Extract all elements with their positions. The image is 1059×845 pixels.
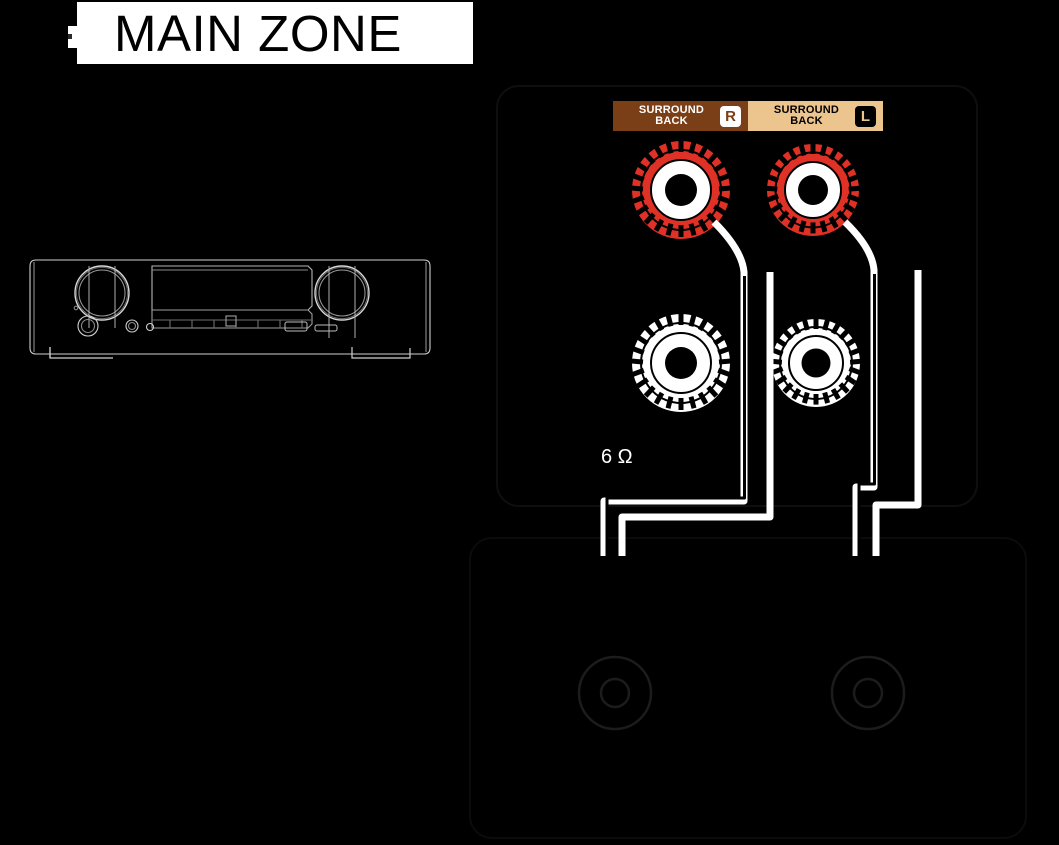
input-selector-knob[interactable]: [74, 265, 130, 328]
terminal-label-surround-back-right: SURROUND BACK R: [613, 101, 748, 131]
terminal-label-text-left: SURROUND BACK: [773, 104, 840, 127]
av-receiver-illustration: [29, 259, 431, 359]
volume-knob[interactable]: [314, 265, 370, 338]
receiver-chassis: [29, 259, 431, 355]
small-led-icon: [73, 305, 79, 311]
cable-gap-2: [857, 274, 876, 556]
terminal-panel-outline: [496, 85, 978, 507]
mic-jack[interactable]: [125, 319, 139, 333]
page-marker-icon: [68, 26, 79, 48]
terminal-label-strip: SURROUND BACK R SURROUND BACK L: [613, 101, 883, 131]
channel-badge-right: R: [720, 105, 741, 127]
speaker-cable-sb-left-negative: [872, 270, 922, 556]
indicator-led: [145, 322, 155, 332]
terminal-label-surround-back-left: SURROUND BACK L: [748, 101, 883, 131]
surround-back-left-speaker: [830, 655, 906, 731]
surround-back-left-speaker-tweeter: [852, 677, 884, 709]
impedance-rating-label: 6 Ω: [601, 446, 633, 468]
headphone-jack[interactable]: [77, 315, 99, 337]
surround-back-right-speaker-tweeter: [599, 677, 631, 709]
cable-gap-1: [605, 276, 746, 556]
speaker-area-outline: [469, 537, 1027, 839]
page-title: MAIN ZONE: [114, 5, 402, 62]
callout-bracket-right: [351, 347, 411, 359]
panel-button-1[interactable]: [284, 321, 308, 332]
receiver-display-strip: [151, 309, 313, 329]
surround-back-right-speaker: [577, 655, 653, 731]
page-marker-notch-icon: [68, 34, 72, 39]
terminal-label-text-right: SURROUND BACK: [638, 104, 705, 127]
panel-button-2[interactable]: [314, 324, 338, 332]
channel-badge-left: L: [855, 105, 876, 127]
speaker-cable-sb-right-negative: [618, 272, 774, 556]
zone-banner: [77, 2, 473, 64]
